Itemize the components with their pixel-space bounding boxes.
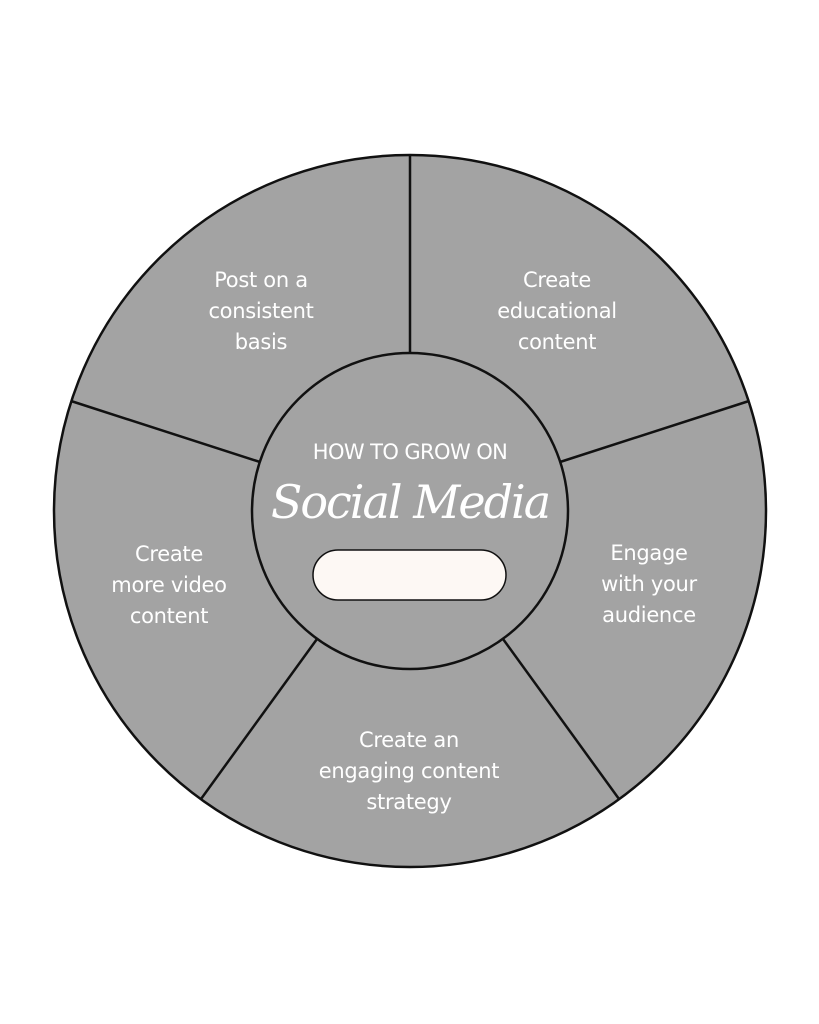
segment-line: consistent xyxy=(208,299,313,323)
segment-line: with your xyxy=(601,572,697,596)
segment-post-consistently: Post on a consistent basis xyxy=(208,268,313,354)
segment-line: Create xyxy=(135,542,203,566)
segment-line: strategy xyxy=(366,790,451,814)
segment-line: Create an xyxy=(359,728,459,752)
segment-line: basis xyxy=(235,330,287,354)
segment-video-content: Create more video content xyxy=(111,542,227,628)
segment-line: content xyxy=(518,330,596,354)
segment-line: Post on a xyxy=(214,268,308,292)
divider-bottom-right xyxy=(501,638,621,800)
segment-line: Engage xyxy=(610,541,687,565)
segment-content-strategy: Create an engaging content strategy xyxy=(319,728,500,814)
segment-line: Create xyxy=(523,268,591,292)
segment-line: more video xyxy=(111,573,226,597)
segment-line: content xyxy=(130,604,208,628)
center-kicker: HOW TO GROW ON xyxy=(313,440,507,464)
divider-left xyxy=(70,399,261,464)
center-title: Social Media xyxy=(271,475,549,529)
segment-engage-audience: Engage with your audience xyxy=(601,541,698,627)
segment-line: engaging content xyxy=(319,759,500,783)
divider-bottom-left xyxy=(199,638,319,800)
divider-right xyxy=(559,399,750,464)
center-pill xyxy=(312,549,507,601)
segment-line: audience xyxy=(602,603,696,627)
segment-line: educational xyxy=(497,299,617,323)
segment-educational-content: Create educational content xyxy=(497,268,617,354)
